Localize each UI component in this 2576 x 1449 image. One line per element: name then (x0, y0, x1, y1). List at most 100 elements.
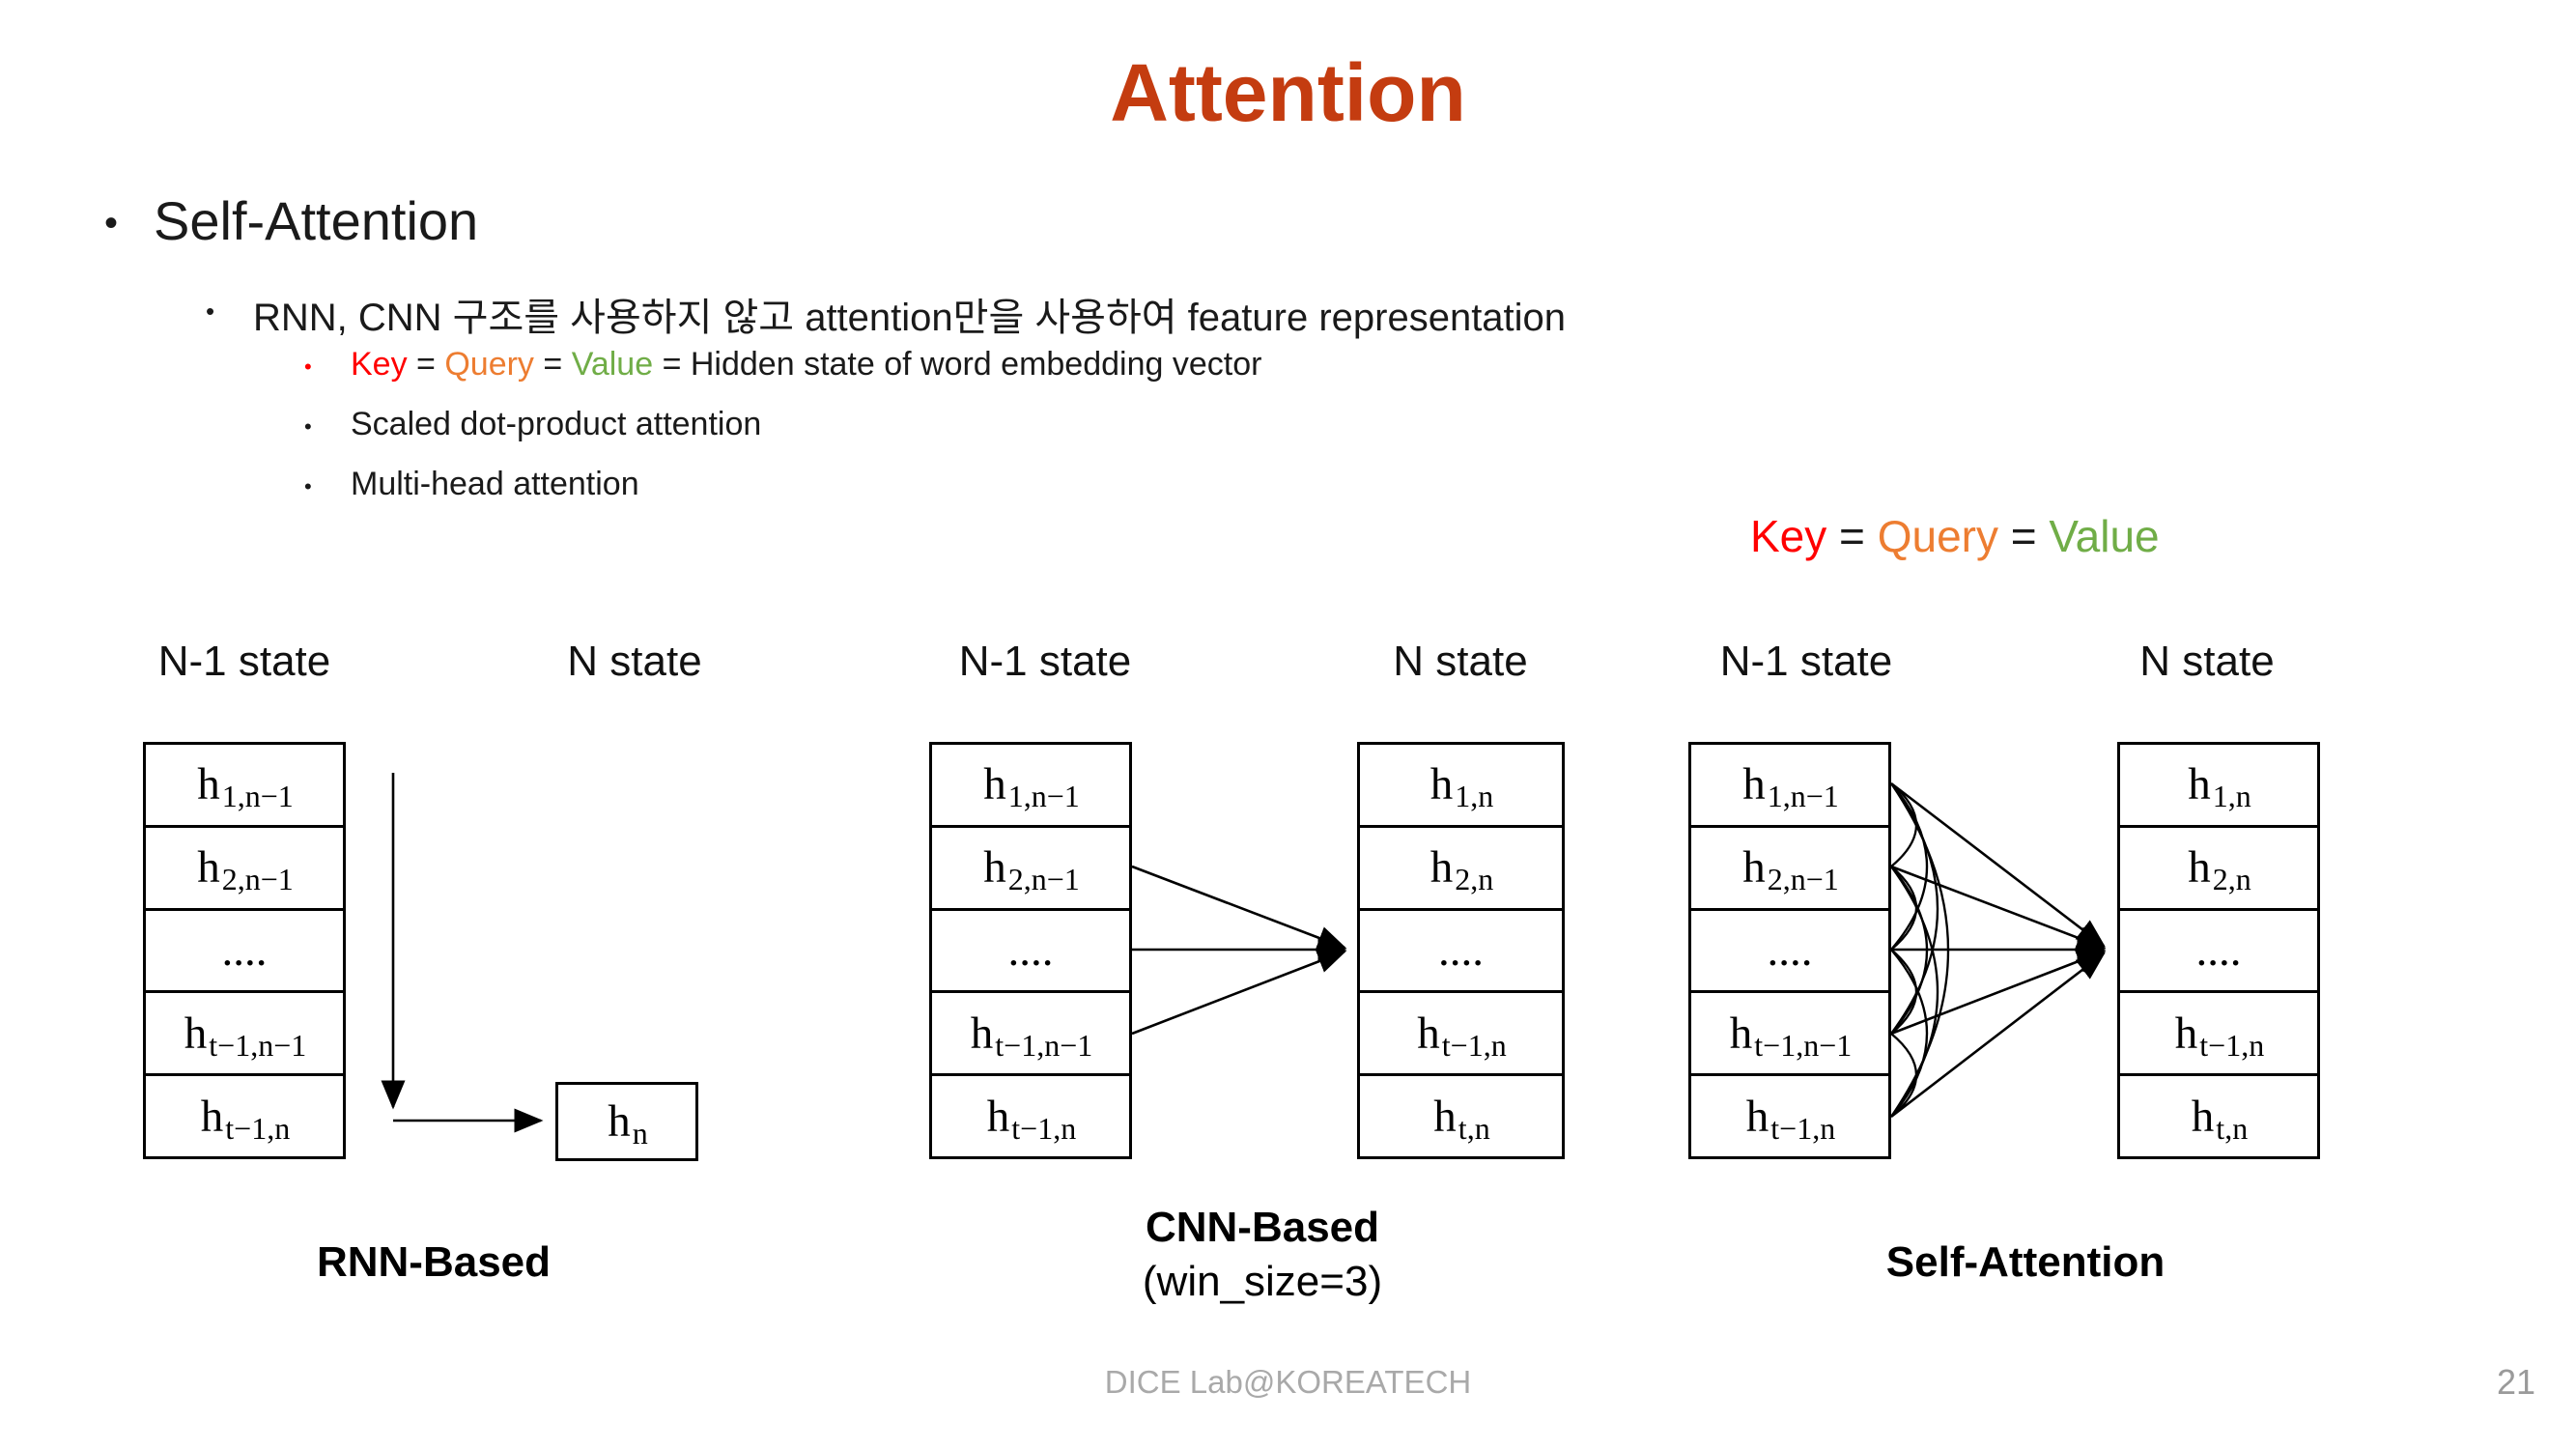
sa-label-n-state: N state (2139, 638, 2275, 685)
cell-sub: 2,n−1 (1767, 862, 1839, 897)
cell-sub: t−1,n (1011, 1110, 1077, 1146)
cnn-caption-winsize: (win_size=3) (1142, 1258, 1383, 1305)
bullet-level3-kqv: • Key = Query = Value = Hidden state of … (304, 346, 1261, 388)
cell-main: h (2188, 842, 2211, 894)
cell-sub: 2,n (2212, 862, 2251, 897)
cell-main: h (1433, 1091, 1457, 1142)
cnn-arrows (1131, 865, 1347, 1036)
cell-main: h (983, 759, 1006, 810)
footer-credit: DICE Lab@KOREATECH (1104, 1364, 1472, 1400)
equals-sign: = (407, 346, 445, 383)
bullet-dot: • (104, 202, 119, 244)
page-number: 21 (2496, 1362, 2535, 1402)
cell-main: h (1742, 842, 1766, 894)
kqv-banner: Key = Query = Value (1750, 510, 2160, 562)
state-cell: .... (1691, 907, 1888, 991)
kqv-line: Key = Query = Value = Hidden state of wo… (351, 346, 1261, 388)
query-text: Query (444, 346, 534, 383)
cell-sub: t−1,n (1770, 1110, 1836, 1146)
state-cell: .... (146, 907, 343, 991)
cell-main: h (608, 1096, 631, 1147)
cell-sub: 1,n−1 (1767, 779, 1839, 814)
cell-main: h (2188, 759, 2211, 810)
bullet-level3-text: Scaled dot-product attention (351, 406, 762, 442)
cell-sub: 2,n−1 (221, 862, 294, 897)
cnn-label-n-state: N state (1393, 638, 1528, 685)
rnn-label-n1-state: N-1 state (157, 638, 331, 685)
self-attention-caption: Self-Attention (1885, 1238, 2166, 1286)
cell-sub: n (632, 1116, 648, 1151)
cell-main: h (197, 759, 220, 810)
cell-main: h (1417, 1008, 1440, 1059)
bullet-dot: • (304, 355, 312, 379)
bullet-level3-text: Multi-head attention (351, 466, 639, 502)
equals-sign: = (533, 346, 572, 383)
query-text: Query (1877, 511, 1998, 561)
cell-main: h (970, 1008, 994, 1059)
rnn-caption: RNN-Based (316, 1238, 552, 1286)
cell-main: h (1729, 1008, 1753, 1059)
cell-sub: 1,n (1455, 779, 1494, 814)
bullet-level2: • RNN, CNN 구조를 사용하지 않고 attention만을 사용하여 … (206, 286, 1566, 342)
cell-main: .... (1438, 924, 1484, 976)
cell-main: .... (1007, 924, 1054, 976)
state-cell: .... (1360, 907, 1562, 991)
cell-main: h (1430, 759, 1454, 810)
equals-sign: = (1826, 511, 1878, 561)
cell-sub: t,n (1458, 1110, 1490, 1146)
cell-main: h (197, 842, 220, 894)
bullet-dot: • (304, 474, 312, 498)
cell-main: h (1430, 842, 1454, 894)
cell-sub: t−1,n (1441, 1027, 1507, 1063)
cell-main: h (986, 1091, 1010, 1142)
equals-sign: = (1997, 511, 2050, 561)
slide-title: Attention (1110, 47, 1466, 138)
cell-sub: 1,n−1 (221, 779, 294, 814)
key-text: Key (1750, 511, 1827, 561)
bullet-dot: • (206, 297, 215, 326)
cell-sub: t−1,n (2199, 1027, 2265, 1063)
cell-sub: t−1,n−1 (995, 1027, 1093, 1063)
bullet-dot: • (304, 414, 312, 439)
self-attention-arcs (1890, 782, 1950, 1118)
cnn-label-n1-state: N-1 state (958, 638, 1132, 685)
key-text: Key (351, 346, 408, 383)
cell-main: h (1745, 1091, 1769, 1142)
cell-main: .... (221, 924, 268, 976)
cell-main: h (983, 842, 1006, 894)
cell-sub: t,n (2216, 1110, 2249, 1146)
sa-label-n1-state: N-1 state (1719, 638, 1893, 685)
rnn-arrow (381, 773, 544, 1133)
kqv-rest-text: = Hidden state of word embedding vector (653, 346, 1262, 383)
cell-sub: t−1,n (225, 1110, 291, 1146)
cell-sub: t−1,n−1 (1754, 1027, 1853, 1063)
state-cell: .... (932, 907, 1129, 991)
self-attention-arrows (1890, 781, 2107, 1119)
cell-sub: 2,n−1 (1007, 862, 1080, 897)
bullet-level1-text: Self-Attention (154, 190, 479, 251)
cell-main: h (2191, 1091, 2215, 1142)
bullet-level3-multihead: • Multi-head attention (304, 466, 639, 508)
